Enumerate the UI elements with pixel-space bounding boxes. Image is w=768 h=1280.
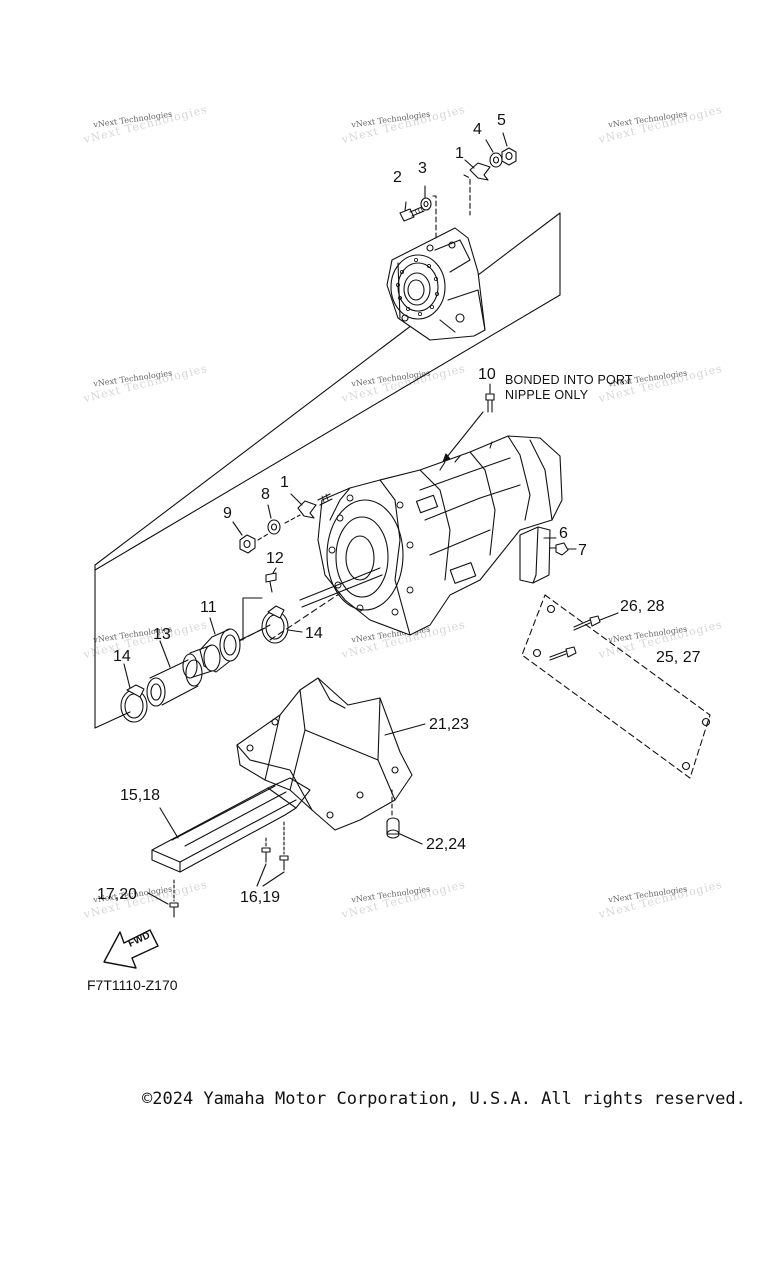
note-bonded-line-2: NIPPLE ONLY [505, 388, 589, 402]
callout-part-8: 8 [261, 486, 270, 503]
callout-part-12: 12 [266, 550, 284, 567]
callout-part-16-19: 16,19 [240, 889, 281, 906]
callout-part-6: 6 [559, 525, 568, 542]
callout-part-5: 5 [497, 112, 506, 129]
callout-part-7: 7 [578, 542, 587, 559]
note-bonded-line-1: BONDED INTO PORT [505, 373, 633, 387]
callout-part-22-24: 22,24 [426, 836, 467, 853]
callout-part-25-27: 25, 27 [656, 649, 701, 666]
callout-part-4: 4 [473, 121, 482, 138]
lock-washer-part-1-middle [290, 493, 317, 519]
callout-part-10: 10 [478, 366, 496, 383]
lock-washer-part-1-top [463, 159, 491, 216]
callout-part-9: 9 [223, 505, 232, 522]
callout-part-17-20: 17,20 [97, 886, 138, 903]
duct-part-21-23 [236, 677, 426, 831]
parts-diagram: FWD [94, 132, 711, 969]
callout-part-1-middle: 1 [280, 474, 289, 491]
callout-part-1-top: 1 [455, 145, 464, 162]
ride-plate-part-15-18 [151, 777, 311, 873]
diagram-code: F7T1110-Z170 [87, 977, 178, 993]
callout-part-11: 11 [200, 599, 217, 616]
screw-part-17-20 [147, 879, 179, 918]
callout-part-21-23: 21,23 [429, 716, 470, 733]
callout-part-14-left: 14 [113, 648, 131, 665]
pump-body-casing [299, 435, 563, 636]
bolt-part-22-24 [386, 789, 423, 845]
copyright-notice: ©2024 Yamaha Motor Corporation, U.S.A. A… [142, 1089, 746, 1109]
callout-part-15-18: 15,18 [120, 787, 161, 804]
fwd-arrow-icon: FWD [103, 929, 159, 969]
callout-part-13: 13 [153, 626, 171, 643]
washer-part-4 [485, 139, 503, 168]
callout-part-3: 3 [418, 160, 427, 177]
hose-coupling-part-11 [182, 617, 266, 679]
screw-part-26-28 [549, 612, 619, 661]
washer-part-3 [420, 185, 437, 241]
callout-part-26-28: 26, 28 [620, 598, 665, 615]
hose-clamp-part-14-left [120, 663, 148, 723]
hose-part-13 [146, 640, 203, 707]
intermediate-housing [386, 227, 486, 341]
nut-part-5 [501, 132, 517, 166]
nut-part-9 [232, 521, 269, 554]
screw-part-16-19 [256, 821, 289, 887]
hose-clamp-part-14-right [261, 605, 303, 644]
washer-part-8 [267, 504, 301, 535]
bracket-part-6 [519, 526, 557, 584]
bolt-part-7 [549, 542, 577, 556]
bolt-part-10 [442, 383, 495, 463]
bolt-part-2 [399, 201, 425, 222]
plate-part-25-27 [521, 594, 711, 779]
callout-part-14-right: 14 [305, 625, 323, 642]
screw-part-12 [265, 567, 277, 593]
callout-part-2: 2 [393, 169, 402, 186]
